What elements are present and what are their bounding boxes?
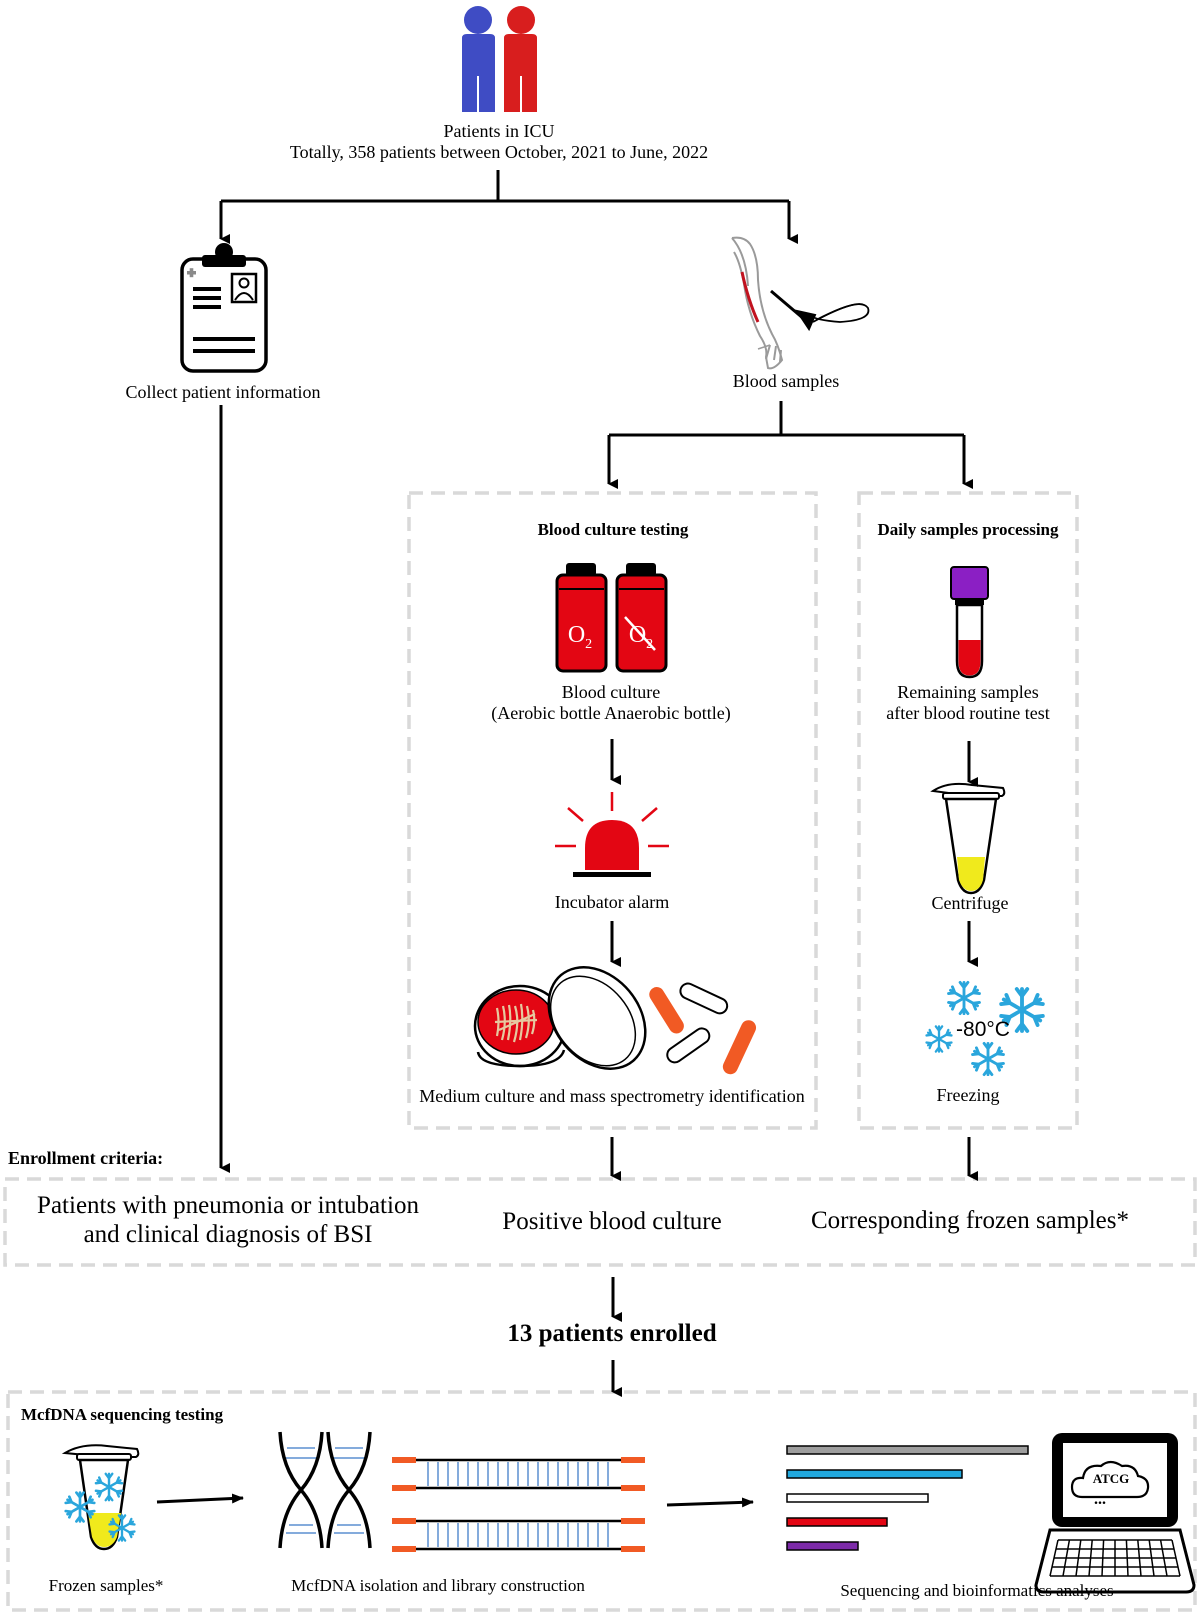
clipboard-icon: [180, 243, 268, 373]
sequencing-title: McfDNA sequencing testing: [21, 1405, 224, 1424]
o2-crossed-subscript: 2: [646, 636, 654, 652]
enrollment-heading: Enrollment criteria:: [8, 1148, 164, 1168]
library-fragments-icon: [392, 1457, 645, 1552]
aerobic-bottle-icon: [555, 563, 608, 673]
daily-processing-box: [857, 491, 1079, 1130]
top-line-2: Totally, 358 patients between October, 2…: [289, 141, 709, 162]
remaining-samples-caption: Remaining samples after blood routine te…: [886, 682, 1049, 723]
enrollment-criteria-2: Positive blood culture: [502, 1208, 722, 1235]
anaerobic-bottle-label: O2: [629, 622, 653, 653]
keyboard-column: [1159, 1539, 1168, 1577]
remaining-line-2: after blood routine test: [886, 702, 1050, 723]
dna-strands-icon: [278, 1431, 372, 1549]
blood-culture-box: [407, 491, 818, 1130]
medium-culture-label: Medium culture and mass spectrometry ide…: [419, 1086, 805, 1106]
enrollment-criteria-3: Corresponding frozen samples*: [811, 1207, 1129, 1234]
o2-symbol: O: [567, 622, 586, 648]
frozen-samples-label: Frozen samples*: [48, 1576, 164, 1595]
blood-culture-title: Blood culture testing: [537, 520, 689, 539]
library-fragment-2: [392, 1518, 645, 1552]
blood-draw-icon: [731, 236, 870, 370]
petri-dish-icon: [473, 966, 647, 1070]
keyboard-column: [1075, 1539, 1082, 1577]
keyboard-column: [1101, 1539, 1105, 1577]
atcg-label: ATCG: [1092, 1471, 1130, 1486]
keyboard-column: [1062, 1539, 1071, 1577]
female-figure-icon: [504, 6, 537, 112]
incubator-alarm-label: Incubator alarm: [554, 892, 670, 912]
o2-crossed-symbol: O: [628, 622, 647, 648]
sequencing-bars-icon: [786, 1445, 1029, 1551]
library-fragment-1: [392, 1457, 645, 1491]
aerobic-bottle-label: O2: [568, 622, 592, 653]
blood-culture-caption: Blood culture (Aerobic bottle Anaerobic …: [491, 682, 730, 723]
criteria-1-line-1: Patients with pneumonia or intubation: [37, 1192, 419, 1219]
o2-subscript: 2: [585, 636, 593, 652]
collect-info-label: Collect patient information: [125, 382, 321, 402]
daily-processing-title: Daily samples processing: [877, 520, 1059, 539]
keyboard-column: [1171, 1539, 1181, 1577]
criteria-1-line-2: and clinical diagnosis of BSI: [83, 1220, 373, 1248]
top-title: Patients in ICU Totally, 358 patients be…: [290, 121, 708, 162]
blood-samples-label: Blood samples: [732, 371, 840, 391]
split-connector-blood: [607, 401, 973, 489]
isolation-label: McfDNA isolation and library constructio…: [291, 1576, 585, 1595]
male-figure-icon: [462, 6, 495, 112]
frozen-tube-icon: [61, 1444, 140, 1551]
temperature-label: -80°C: [956, 1018, 1010, 1041]
blood-culture-caption-1: Blood culture: [561, 682, 661, 702]
analysis-label: Sequencing and bioinformatics analyses: [840, 1581, 1114, 1600]
enrollment-criteria-1: Patients with pneumonia or intubation an…: [37, 1192, 419, 1250]
alarm-icon: [555, 792, 669, 877]
centrifuge-tube-icon: [930, 782, 1006, 895]
blood-tube-icon: [950, 566, 989, 679]
top-line-1: Patients in ICU: [443, 121, 555, 141]
keyboard-column: [1088, 1539, 1093, 1577]
anaerobic-bottle-icon: [615, 563, 668, 673]
culture-bottles-icon: [555, 563, 668, 673]
split-connector-top: [219, 170, 798, 244]
blood-culture-caption-2: (Aerobic bottle Anaerobic bottle): [491, 702, 731, 723]
centrifuge-label: Centrifuge: [931, 893, 1009, 913]
keyboard-column: [1148, 1539, 1155, 1577]
patients-icon: [462, 6, 537, 112]
bacteria-icon: [649, 982, 757, 1075]
enrollment-box: [3, 1177, 1197, 1267]
laptop-icon: [1034, 1433, 1196, 1594]
freezing-label: Freezing: [936, 1085, 1000, 1105]
remaining-line-1: Remaining samples: [897, 682, 1039, 702]
keyboard-column: [1049, 1539, 1059, 1577]
patients-enrolled-label: 13 patients enrolled: [507, 1320, 717, 1347]
screen-dots-label: ...: [1094, 1491, 1106, 1508]
keyboard-column: [1137, 1539, 1142, 1577]
keyboard-column: [1125, 1539, 1129, 1577]
